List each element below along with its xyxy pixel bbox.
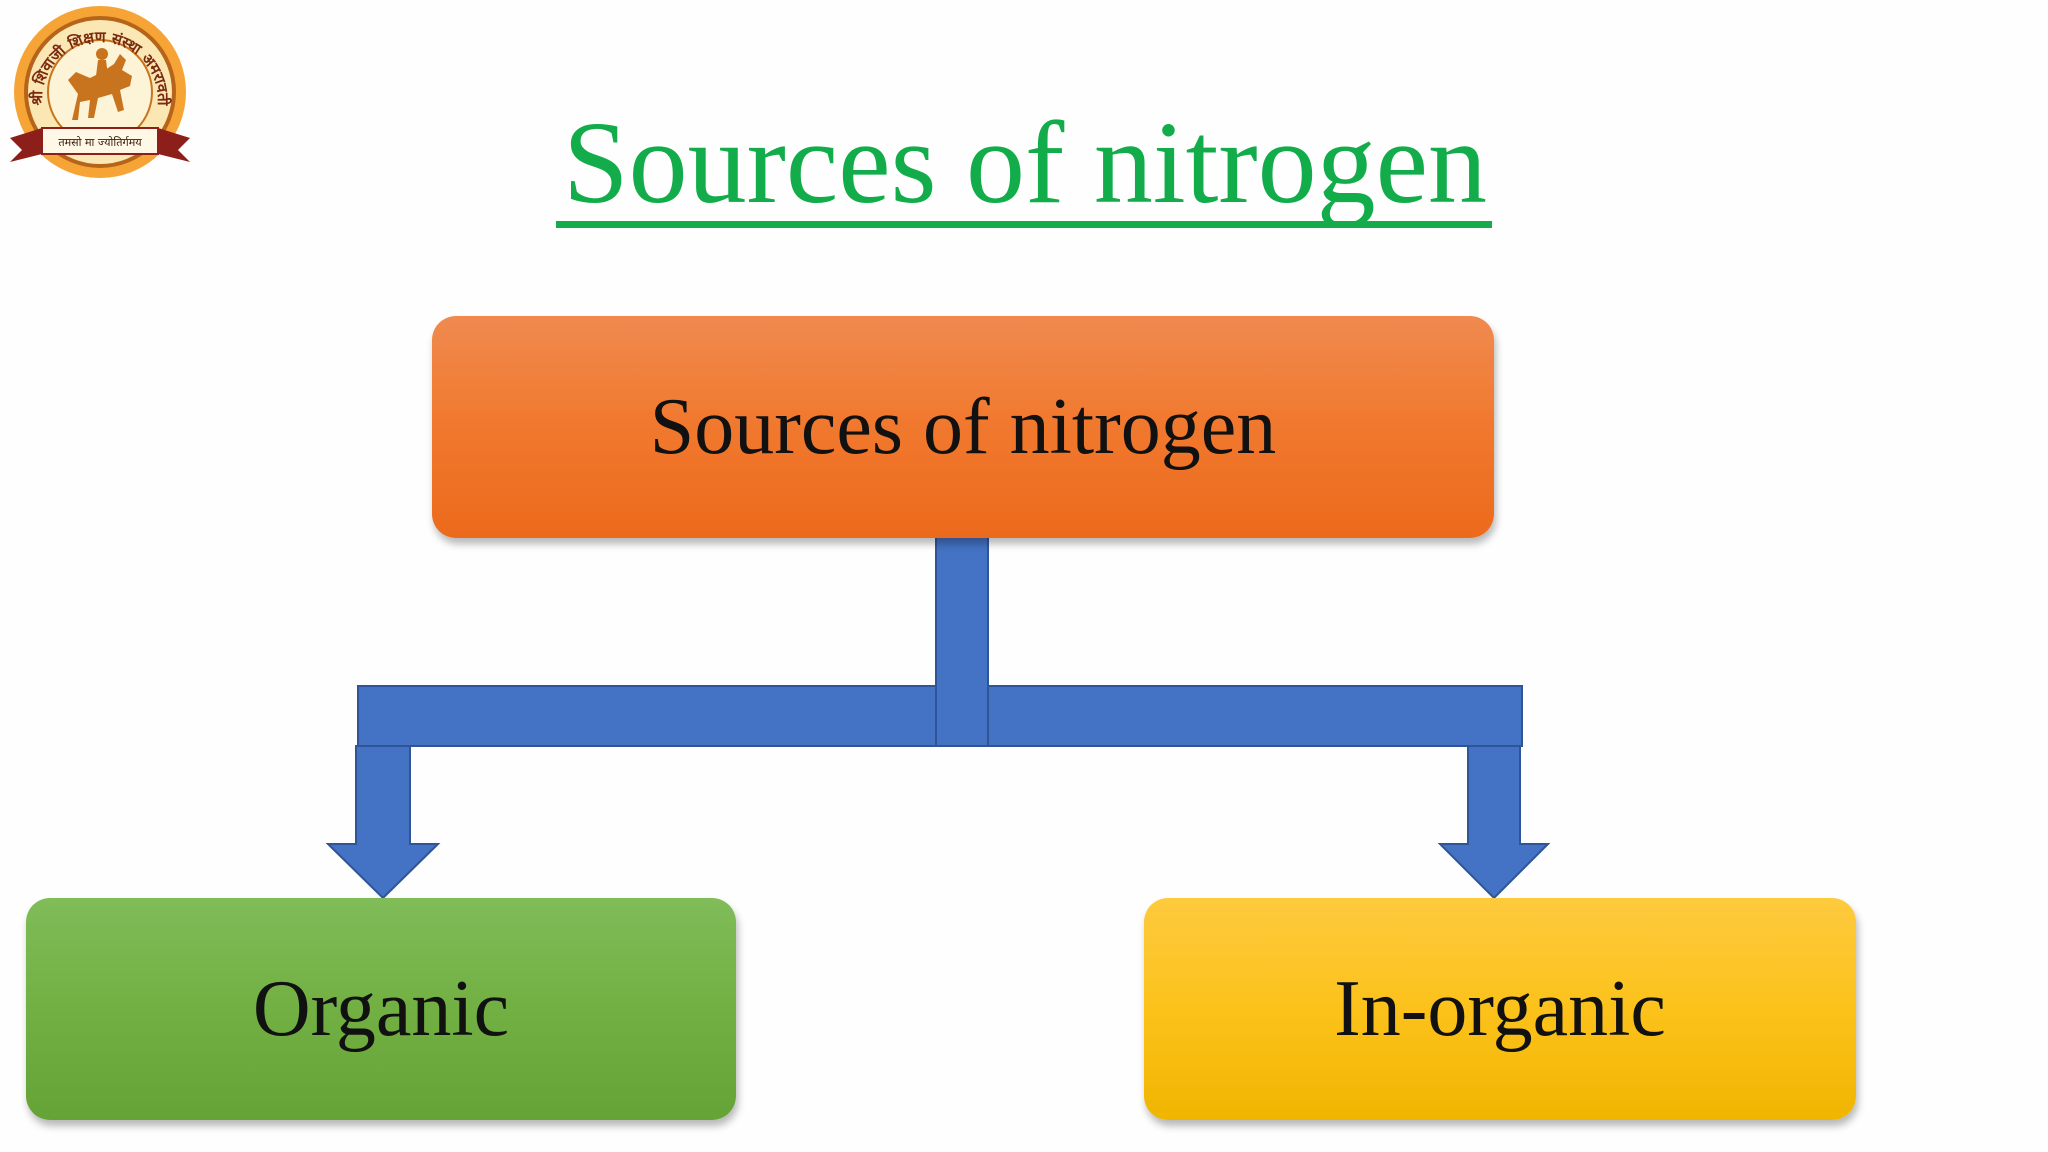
arrow-right bbox=[1437, 745, 1551, 900]
horse-rider-emblem bbox=[68, 48, 132, 120]
inorganic-node-box: In-organic bbox=[1144, 898, 1856, 1120]
arrow-left bbox=[325, 745, 441, 900]
organic-node-box: Organic bbox=[26, 898, 736, 1120]
institution-logo: श्री शिवाजी शिक्षण संस्था अमरावती तमसो म… bbox=[10, 6, 190, 178]
vertical-stem bbox=[935, 533, 989, 747]
logo-motto: तमसो मा ज्योतिर्गमय bbox=[58, 136, 142, 149]
root-node-box: Sources of nitrogen bbox=[432, 316, 1494, 538]
slide-title: Sources of nitrogen bbox=[562, 97, 1488, 228]
title-underline bbox=[556, 221, 1492, 228]
